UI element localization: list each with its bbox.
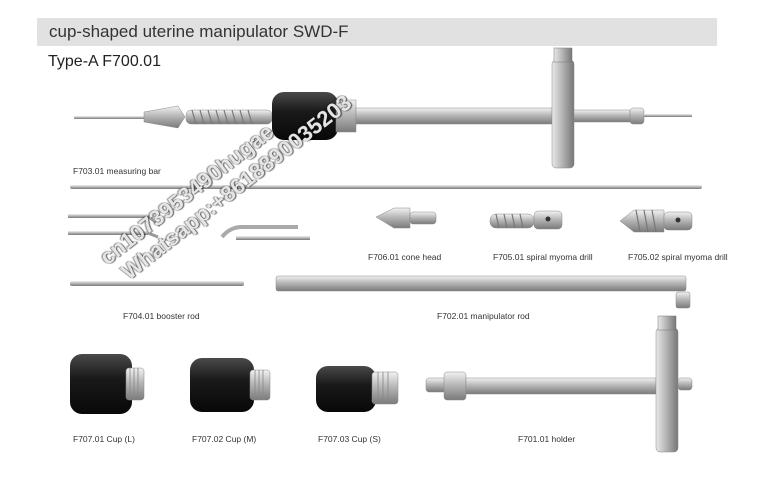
manipulator-rod-part bbox=[275, 275, 691, 309]
spiral-drill-2-part bbox=[619, 209, 693, 233]
booster-rod bbox=[70, 281, 244, 286]
caption-manipulator-rod: F702.01 manipulator rod bbox=[437, 311, 530, 321]
caption-booster-rod: F704.01 booster rod bbox=[123, 311, 200, 321]
caption-cup-l: F707.01 Cup (L) bbox=[73, 434, 135, 444]
type-label: Type-A F700.01 bbox=[48, 53, 161, 70]
page-title: cup-shaped uterine manipulator SWD-F bbox=[49, 22, 349, 41]
holder-part bbox=[425, 315, 693, 453]
measuring-bar bbox=[70, 185, 702, 189]
cup-large bbox=[70, 354, 145, 414]
assembled-spiral bbox=[185, 109, 273, 125]
caption-spiral-drill-2: F705.02 spiral myoma drill bbox=[628, 252, 728, 262]
assembled-cup bbox=[272, 92, 338, 140]
caption-spiral-drill-1: F705.01 spiral myoma drill bbox=[493, 252, 593, 262]
cup-small bbox=[316, 366, 399, 412]
header-bar: cup-shaped uterine manipulator SWD-F bbox=[37, 18, 717, 46]
caption-cup-m: F707.02 Cup (M) bbox=[192, 434, 257, 444]
cup-medium bbox=[190, 358, 271, 412]
caption-measuring-bar: F703.01 measuring bar bbox=[73, 166, 161, 176]
caption-cone-head: F706.01 cone head bbox=[368, 252, 442, 262]
small-pins bbox=[68, 214, 310, 240]
caption-holder: F701.01 holder bbox=[518, 434, 576, 444]
spiral-drill-1-part bbox=[489, 210, 563, 230]
caption-cup-s: F707.03 Cup (S) bbox=[318, 434, 381, 444]
assembled-manipulator bbox=[74, 47, 692, 169]
cone-head-part bbox=[375, 207, 437, 229]
